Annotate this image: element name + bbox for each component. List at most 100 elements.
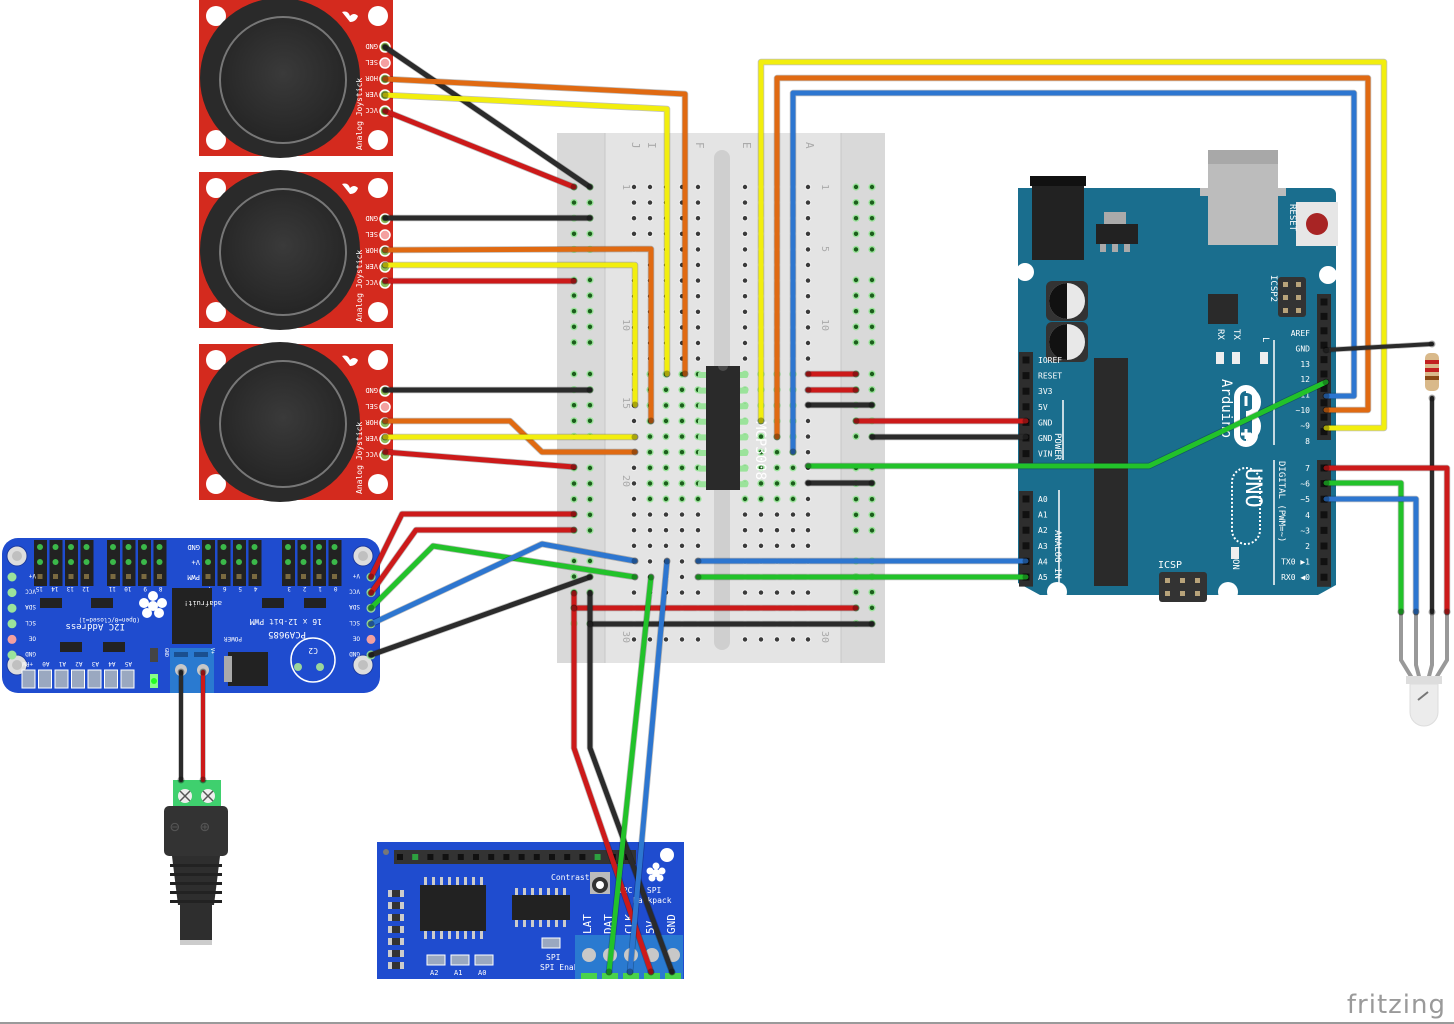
arduino-digital-low-pin[interactable] <box>1320 511 1328 519</box>
power-rail-hole[interactable] <box>587 481 593 486</box>
arduino-digital-low-pin[interactable] <box>1320 526 1328 534</box>
breadboard-hole[interactable] <box>742 356 748 361</box>
pwm-v-pin[interactable] <box>285 559 291 565</box>
wire-joy2-ver[interactable] <box>382 262 638 408</box>
breadboard-hole[interactable] <box>742 247 748 252</box>
lcd-header-pin[interactable] <box>412 854 419 860</box>
arduino-digital-top-pin[interactable] <box>1320 428 1328 436</box>
breadboard-hole[interactable] <box>805 496 811 502</box>
breadboard-hole[interactable] <box>742 294 748 299</box>
pwm-v-pin[interactable] <box>236 559 242 565</box>
power-rail-hole[interactable] <box>853 324 859 329</box>
address-jumper-pad[interactable] <box>120 669 135 689</box>
breadboard-hole[interactable] <box>742 262 748 268</box>
pwm-v-pin[interactable] <box>300 559 307 565</box>
power-rail-hole[interactable] <box>869 184 875 190</box>
breadboard-hole[interactable] <box>790 590 796 595</box>
arduino-analog-pin[interactable] <box>1022 526 1030 534</box>
address-jumper-pad[interactable] <box>38 669 52 689</box>
rgb-led[interactable] <box>1399 612 1449 727</box>
breadboard-hole[interactable] <box>742 543 748 548</box>
power-rail-hole[interactable] <box>587 277 593 283</box>
breadboard-hole[interactable] <box>631 512 637 517</box>
connected-hole[interactable] <box>663 403 669 408</box>
power-rail-hole[interactable] <box>587 418 593 423</box>
pwm-signal-pin[interactable] <box>84 574 89 579</box>
breadboard-hole[interactable] <box>631 528 637 533</box>
power-rail-hole[interactable] <box>587 231 593 236</box>
breadboard-hole[interactable] <box>805 418 811 424</box>
pwm-left-pin-scl[interactable] <box>7 619 17 629</box>
power-rail-hole[interactable] <box>571 293 577 298</box>
power-rail-hole[interactable] <box>869 340 875 345</box>
power-rail-hole[interactable] <box>869 605 875 610</box>
connected-hole[interactable] <box>663 481 669 486</box>
breadboard-hole[interactable] <box>679 543 685 548</box>
breadboard-hole[interactable] <box>631 200 637 205</box>
breadboard-hole[interactable] <box>805 231 811 236</box>
connected-hole[interactable] <box>679 450 685 455</box>
power-rail-hole[interactable] <box>853 512 859 517</box>
resistor[interactable] <box>1425 353 1439 391</box>
lcd-header-pin[interactable] <box>549 854 555 860</box>
breadboard-hole[interactable] <box>742 184 748 190</box>
breadboard-hole[interactable] <box>758 590 764 595</box>
arduino-digital-top-pin[interactable] <box>1320 399 1328 407</box>
power-rail-hole[interactable] <box>853 528 859 533</box>
pwm-signal-pin[interactable] <box>332 574 337 579</box>
power-rail-hole[interactable] <box>853 434 859 439</box>
power-rail-hole[interactable] <box>869 277 875 283</box>
breadboard-hole[interactable] <box>742 216 748 221</box>
breadboard-hole[interactable] <box>695 216 701 221</box>
connected-hole[interactable] <box>774 465 780 470</box>
breadboard-hole[interactable] <box>774 512 780 517</box>
connected-hole[interactable] <box>647 481 653 486</box>
breadboard-hole[interactable] <box>695 231 701 236</box>
power-rail-hole[interactable] <box>869 309 875 314</box>
lcd-header-pin[interactable] <box>473 854 479 860</box>
breadboard-hole[interactable] <box>631 481 637 486</box>
wire-lcd-gnd[interactable] <box>587 621 675 975</box>
power-rail-hole[interactable] <box>853 184 859 190</box>
breadboard-hole[interactable] <box>647 512 653 517</box>
breadboard-hole[interactable] <box>790 543 796 548</box>
wire-mcp-din-d11[interactable] <box>790 90 1357 455</box>
power-rail-hole[interactable] <box>869 247 875 252</box>
power-rail-hole[interactable] <box>853 497 859 502</box>
lcd-address-pad[interactable] <box>474 954 494 966</box>
pwm-gnd-pin[interactable] <box>300 544 307 550</box>
breadboard-hole[interactable] <box>805 590 811 595</box>
breadboard-hole[interactable] <box>695 637 701 642</box>
address-jumper-pad[interactable] <box>21 669 36 689</box>
wire-mcp-clk-d9[interactable] <box>758 59 1387 431</box>
pwm-gnd-pin[interactable] <box>285 544 291 550</box>
power-rail-hole[interactable] <box>587 465 593 471</box>
arduino-analog-pin[interactable] <box>1022 542 1030 550</box>
power-rail-hole[interactable] <box>571 497 577 502</box>
pwm-signal-pin[interactable] <box>110 574 116 579</box>
lcd-header-pin[interactable] <box>564 854 571 860</box>
connected-hole[interactable] <box>790 481 796 486</box>
breadboard-hole[interactable] <box>647 231 653 236</box>
pwm-left-pin-oe[interactable] <box>7 634 17 644</box>
connected-hole[interactable] <box>695 496 701 502</box>
power-rail-hole[interactable] <box>587 528 593 533</box>
connected-hole[interactable] <box>647 434 653 439</box>
wire-lcd-dat[interactable] <box>606 574 654 975</box>
breadboard-hole[interactable] <box>742 325 748 330</box>
power-rail-hole[interactable] <box>571 418 577 423</box>
arduino-digital-top-pin[interactable] <box>1320 413 1328 421</box>
breadboard-hole[interactable] <box>679 512 685 517</box>
pwm-gnd-pin[interactable] <box>236 544 242 550</box>
breadboard-hole[interactable] <box>695 247 701 252</box>
breadboard-hole[interactable] <box>631 184 637 190</box>
connected-hole[interactable] <box>679 465 685 470</box>
lcd-address-pad[interactable] <box>426 954 446 966</box>
wire-led-red[interactable] <box>1323 465 1450 615</box>
pwm-v-pin[interactable] <box>316 559 322 565</box>
breadboard-hole[interactable] <box>774 590 780 595</box>
joystick-knob[interactable] <box>219 188 347 316</box>
pwm-signal-pin[interactable] <box>53 574 58 579</box>
breadboard-hole[interactable] <box>631 590 637 595</box>
